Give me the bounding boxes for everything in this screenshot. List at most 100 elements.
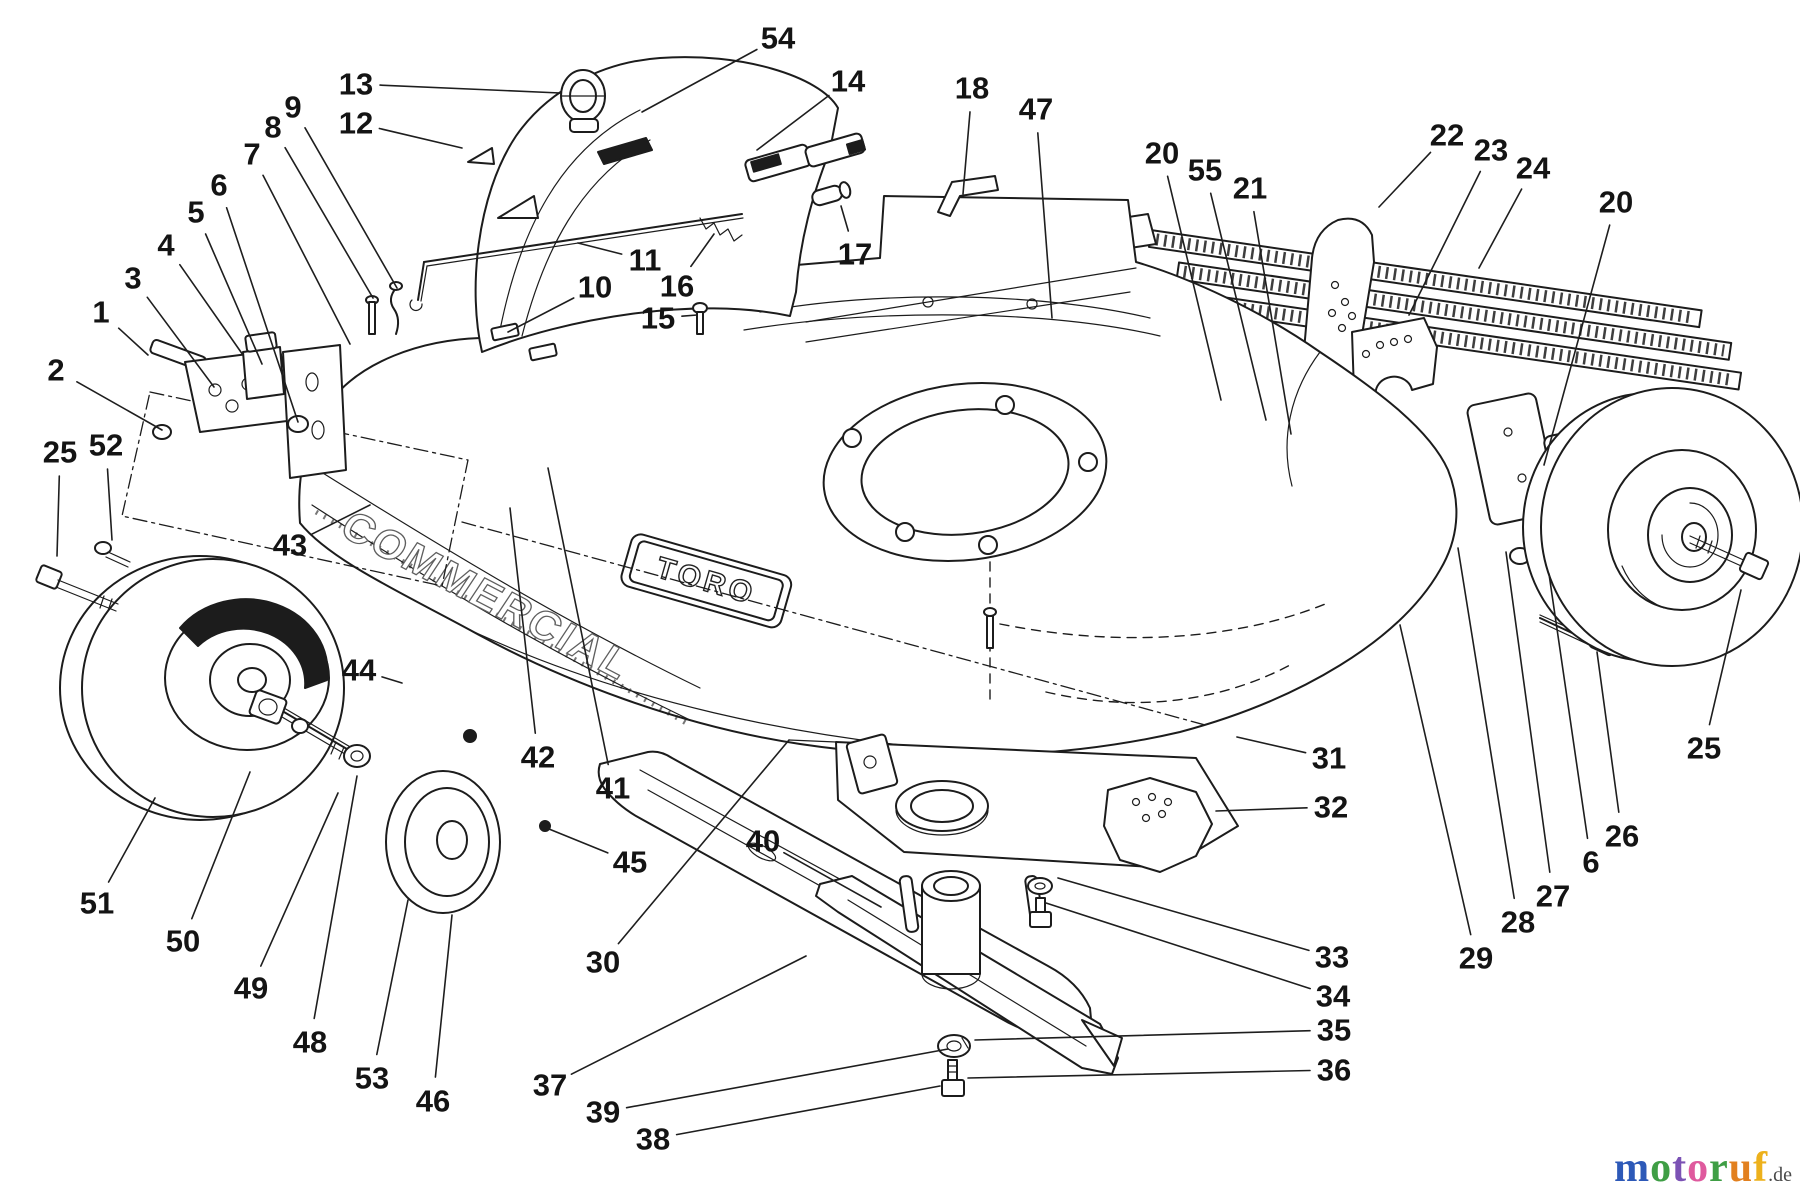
motoruf-logo-suffix: .de	[1768, 1164, 1792, 1186]
callout-24: 24	[1516, 151, 1551, 186]
leader-line	[56, 475, 61, 557]
left-wheel	[35, 541, 371, 821]
leader-line	[690, 233, 715, 268]
callout-21: 21	[1233, 171, 1267, 206]
callout-17: 17	[838, 237, 872, 272]
callout-35: 35	[1317, 1013, 1351, 1048]
leader-line	[570, 955, 807, 1075]
callout-36: 36	[1317, 1053, 1351, 1088]
motoruf-letter: f	[1753, 1145, 1769, 1191]
callout-20: 20	[1145, 136, 1179, 171]
leader-line	[1253, 210, 1292, 435]
leader-line	[1399, 624, 1472, 936]
callout-9: 9	[284, 90, 301, 125]
leader-line	[756, 94, 830, 151]
callout-6: 6	[1582, 845, 1599, 880]
latch-hardware	[365, 132, 867, 362]
leader-line	[117, 327, 149, 356]
leader-line	[1166, 175, 1222, 401]
leader-line	[840, 205, 850, 232]
leader-line	[304, 127, 398, 289]
motoruf-letter: o	[1650, 1145, 1673, 1191]
callout-4: 4	[157, 228, 175, 263]
callout-22: 22	[1430, 118, 1464, 153]
discharge-cover	[467, 56, 839, 353]
motoruf-letter: o	[1687, 1145, 1710, 1191]
callout-53: 53	[355, 1061, 389, 1096]
callout-14: 14	[831, 64, 866, 99]
leader-line	[1543, 224, 1611, 466]
leader-line	[375, 899, 409, 1056]
leader-line	[1596, 651, 1620, 814]
callout-7: 7	[243, 137, 260, 172]
leader-line	[1408, 170, 1482, 316]
leader-line	[262, 174, 351, 345]
callout-34: 34	[1316, 979, 1351, 1014]
callout-27: 27	[1536, 879, 1570, 914]
leader-line	[625, 1048, 949, 1109]
callout-30: 30	[586, 945, 620, 980]
callout-37: 37	[533, 1068, 567, 1103]
callout-2: 2	[47, 353, 64, 388]
leader-line	[378, 127, 463, 149]
callout-45: 45	[613, 845, 647, 880]
leader-line	[509, 507, 537, 735]
leader-line	[225, 207, 299, 423]
callout-1: 1	[92, 295, 109, 330]
leader-line	[783, 851, 882, 908]
leader-line	[259, 792, 339, 967]
blade-assembly	[597, 750, 1123, 1097]
rear-wall-bracket	[937, 175, 999, 217]
callout-11: 11	[629, 243, 662, 278]
leader-line	[617, 739, 790, 945]
leader-line	[1045, 902, 1311, 990]
leader-line	[547, 467, 610, 766]
callout-31: 31	[1312, 741, 1346, 776]
callout-23: 23	[1474, 133, 1508, 168]
callout-41: 41	[596, 771, 630, 806]
callout-52: 52	[89, 428, 123, 463]
leader-line	[381, 676, 403, 684]
callout-33: 33	[1315, 940, 1349, 975]
callout-49: 49	[234, 971, 268, 1006]
leader-line	[962, 111, 971, 195]
leader-line	[179, 263, 244, 356]
wheel-hub-cap	[385, 729, 551, 914]
motoruf-letter: m	[1614, 1145, 1651, 1191]
callout-42: 42	[521, 740, 555, 775]
callout-15: 15	[641, 301, 675, 336]
leader-line	[641, 48, 758, 113]
callout-3: 3	[124, 261, 141, 296]
leader-line	[146, 296, 215, 388]
callout-51: 51	[80, 886, 114, 921]
leader-line	[379, 84, 561, 94]
leader-line	[310, 504, 371, 536]
callout-25: 25	[43, 435, 77, 470]
leader-line	[284, 146, 374, 299]
leader-line	[1236, 736, 1307, 754]
leader-line	[1505, 551, 1551, 874]
leader-line	[106, 468, 113, 541]
leader-line	[1057, 877, 1310, 952]
callout-16: 16	[660, 269, 694, 304]
callout-50: 50	[166, 924, 200, 959]
callout-39: 39	[586, 1095, 620, 1130]
motoruf-watermark: motoruf.de	[1614, 1147, 1792, 1189]
leader-line	[434, 914, 453, 1078]
leader-line	[1478, 188, 1523, 269]
callout-32: 32	[1314, 790, 1348, 825]
leader-line	[76, 380, 163, 431]
callout-54: 54	[761, 21, 796, 56]
leader-line	[548, 828, 609, 854]
leader-line	[974, 1029, 1311, 1041]
callout-38: 38	[636, 1122, 670, 1157]
callout-29: 29	[1459, 941, 1493, 976]
callout-28: 28	[1501, 905, 1535, 940]
leader-line	[967, 1069, 1311, 1079]
leader-line	[1215, 806, 1308, 812]
leader-line	[507, 297, 575, 333]
callout-44: 44	[342, 653, 377, 688]
callout-6: 6	[210, 168, 227, 203]
